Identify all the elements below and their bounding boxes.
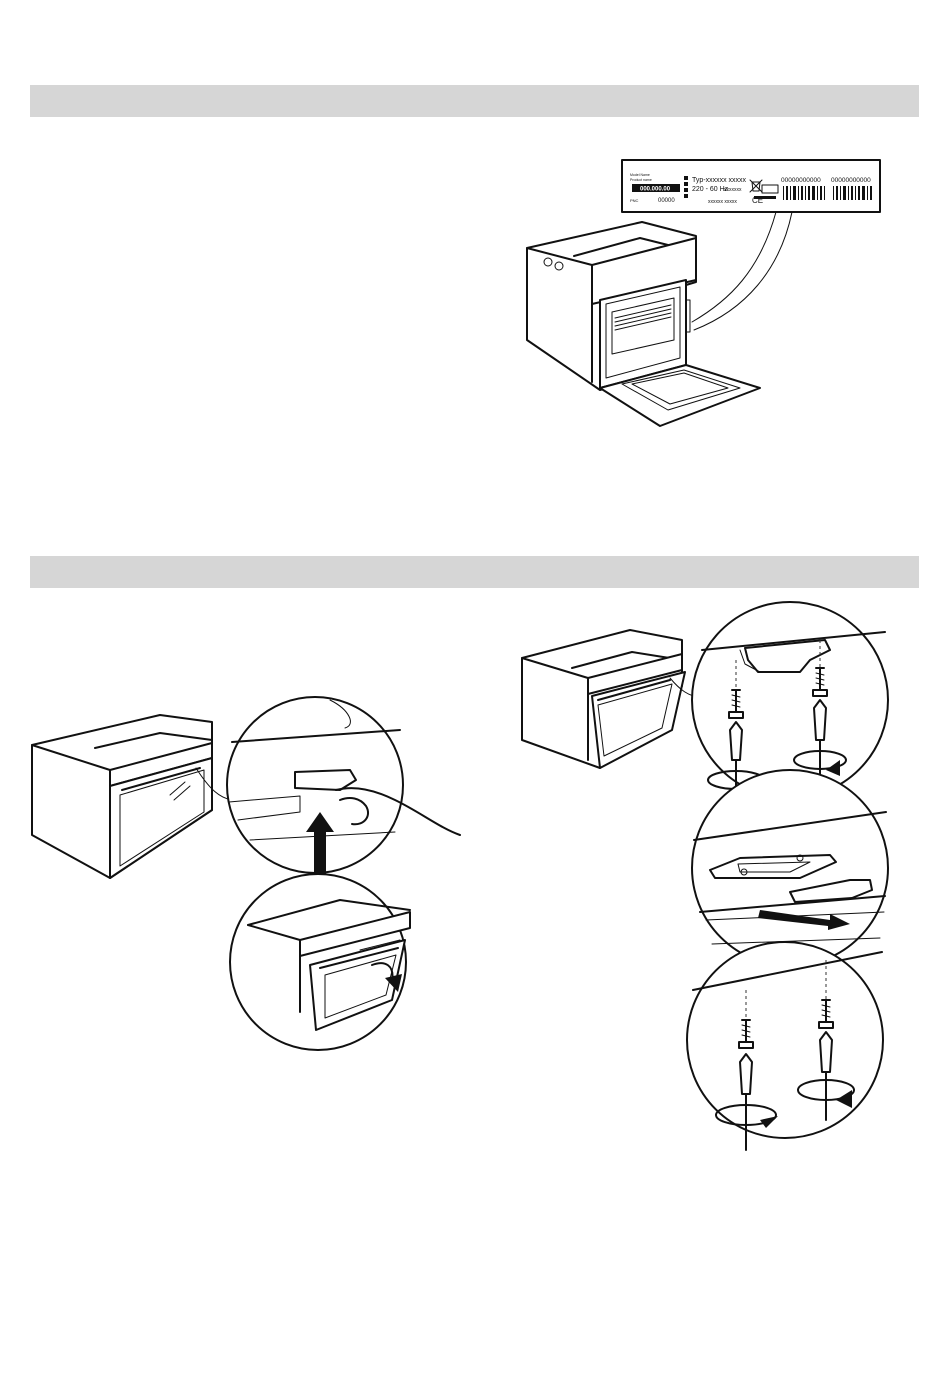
plate-small-line-2: Product name <box>630 178 652 182</box>
oven-open-door <box>527 222 760 426</box>
plate-serial-right: 00000000000 <box>831 177 871 184</box>
plate-model-number: 000.000.00 <box>640 187 671 193</box>
plate-small-line-1: Model Name <box>630 173 650 177</box>
plate-type-line: Typ-xxxxxx xxxxx <box>692 177 747 184</box>
hinge-screws-illustration <box>518 600 898 1160</box>
door-removal-illustration <box>28 695 468 1045</box>
oven-door-tilted <box>522 630 685 768</box>
rating-plate-illustration: Model Name Product name 000.000.00 PNC 0… <box>520 155 890 435</box>
zoom-detail-screws-remove <box>687 942 883 1150</box>
oven-closed-door <box>32 715 212 878</box>
zoom-detail-hinge-screws <box>692 602 888 798</box>
zoom-detail-door-open <box>230 874 410 1050</box>
zoom-detail-latch <box>227 697 460 873</box>
plate-pnc: 00000 <box>658 198 675 204</box>
plate-code: xxxxxxx <box>724 187 742 193</box>
plate-pnc-label: PNC <box>630 198 639 203</box>
section-header-bar-2 <box>30 556 919 588</box>
zoom-detail-hinge-slide <box>692 770 888 966</box>
section-header-bar-1 <box>30 85 919 117</box>
plate-sub-code: xxxxxx xxxxx <box>708 199 737 205</box>
plate-serial-left: 00000000000 <box>781 177 821 184</box>
rating-plate: Model Name Product name 000.000.00 PNC 0… <box>622 160 880 212</box>
